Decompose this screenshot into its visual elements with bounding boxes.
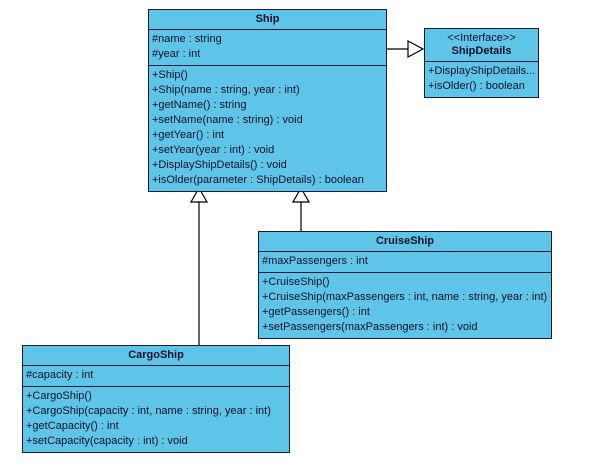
method: +setCapacity(capacity : int) : void (26, 435, 188, 447)
uml-class-cruiseship[interactable]: CruiseShip #maxPassengers : int +CruiseS… (258, 231, 552, 339)
methods-section-ship: +Ship() +Ship(name : string, year : int)… (149, 65, 386, 191)
method: +getName() : string (152, 99, 247, 111)
method: +setPassengers(maxPassengers : int) : vo… (262, 321, 478, 333)
interface-header-shipdetails: <<Interface>> ShipDetails (425, 29, 538, 62)
method: +CruiseShip(maxPassengers : int, name : … (262, 291, 548, 303)
method: +CargoShip(capacity : int, name : string… (26, 405, 271, 417)
attribute: #name : string (152, 33, 222, 45)
method: +setName(name : string) : void (152, 114, 303, 126)
attribute: #year : int (152, 48, 201, 60)
method: +CargoShip() (26, 390, 92, 402)
class-name-cruiseship: CruiseShip (259, 232, 551, 252)
method: +Ship() (152, 69, 188, 81)
stereotype-label: <<Interface>> (447, 32, 516, 44)
connector-cargoship-extends-ship (189, 186, 209, 345)
attribute: #capacity : int (26, 369, 94, 381)
method: +DisplayShipDetails... (428, 65, 536, 77)
attributes-section-cruiseship: #maxPassengers : int (259, 252, 551, 272)
methods-section-cruiseship: +CruiseShip() +CruiseShip(maxPassengers … (259, 272, 551, 338)
method: +isOlder() : boolean (428, 80, 525, 92)
method: +setYear(year : int) : void (152, 144, 275, 156)
class-name-ship: Ship (149, 10, 386, 30)
attribute: #maxPassengers : int (262, 255, 368, 267)
method: +getYear() : int (152, 129, 225, 141)
methods-section-cargoship: +CargoShip() +CargoShip(capacity : int, … (23, 386, 289, 452)
interface-name-shipdetails: ShipDetails (451, 45, 512, 57)
connector-ship-realizes-shipdetails (387, 40, 425, 58)
uml-class-ship[interactable]: Ship #name : string #year : int +Ship() … (148, 9, 387, 192)
method: +Ship(name : string, year : int) (152, 84, 300, 96)
class-name-cargoship: CargoShip (23, 346, 289, 366)
method: +DisplayShipDetails() : void (152, 159, 287, 171)
attributes-section-cargoship: #capacity : int (23, 366, 289, 386)
method: +getCapacity() : int (26, 420, 119, 432)
method: +isOlder(parameter : ShipDetails) : bool… (152, 174, 364, 186)
methods-section-shipdetails: +DisplayShipDetails... +isOlder() : bool… (425, 62, 538, 97)
attributes-section-ship: #name : string #year : int (149, 30, 386, 65)
connector-cruiseship-extends-ship (291, 186, 311, 231)
method: +CruiseShip() (262, 276, 330, 288)
method: +getPassengers() : int (262, 306, 370, 318)
uml-class-cargoship[interactable]: CargoShip #capacity : int +CargoShip() +… (22, 345, 290, 453)
uml-interface-shipdetails[interactable]: <<Interface>> ShipDetails +DisplayShipDe… (424, 28, 539, 98)
